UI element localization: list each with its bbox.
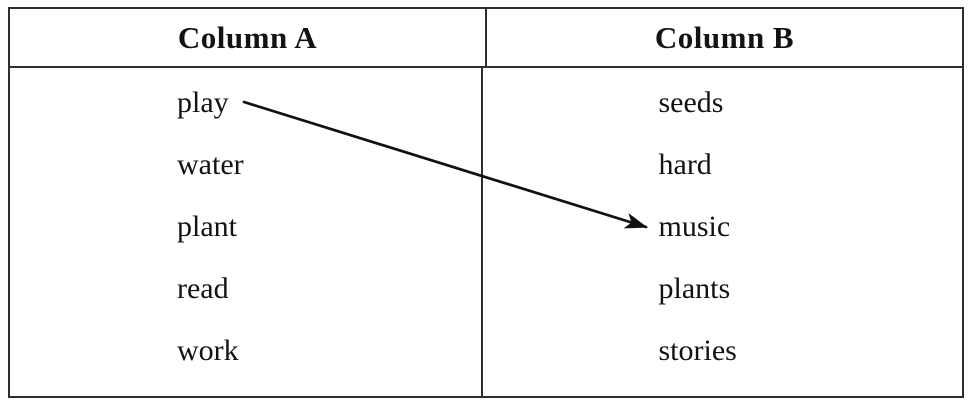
table-body: play water plant read work seeds hard mu… <box>10 68 962 396</box>
column-a-item: plant <box>177 210 237 243</box>
column-b-item: seeds <box>658 86 724 119</box>
matching-table: Column A Column B play water plant read … <box>8 7 964 398</box>
column-b-item: music <box>658 210 731 243</box>
column-b-item: plants <box>658 272 731 305</box>
column-b-header: Column B <box>654 19 795 55</box>
column-a-cell: play water plant read work <box>10 68 483 396</box>
column-a-item: work <box>177 334 239 367</box>
column-a-item: read <box>177 272 229 305</box>
column-b-item: stories <box>658 334 737 367</box>
column-a-header: Column A <box>10 9 487 66</box>
table-header-row: Column A Column B <box>10 9 962 68</box>
column-b-item: hard <box>658 148 712 181</box>
column-a-item: play <box>177 86 229 119</box>
column-a-item: water <box>177 148 244 181</box>
column-b-cell: seeds hard music plants stories <box>483 68 963 396</box>
